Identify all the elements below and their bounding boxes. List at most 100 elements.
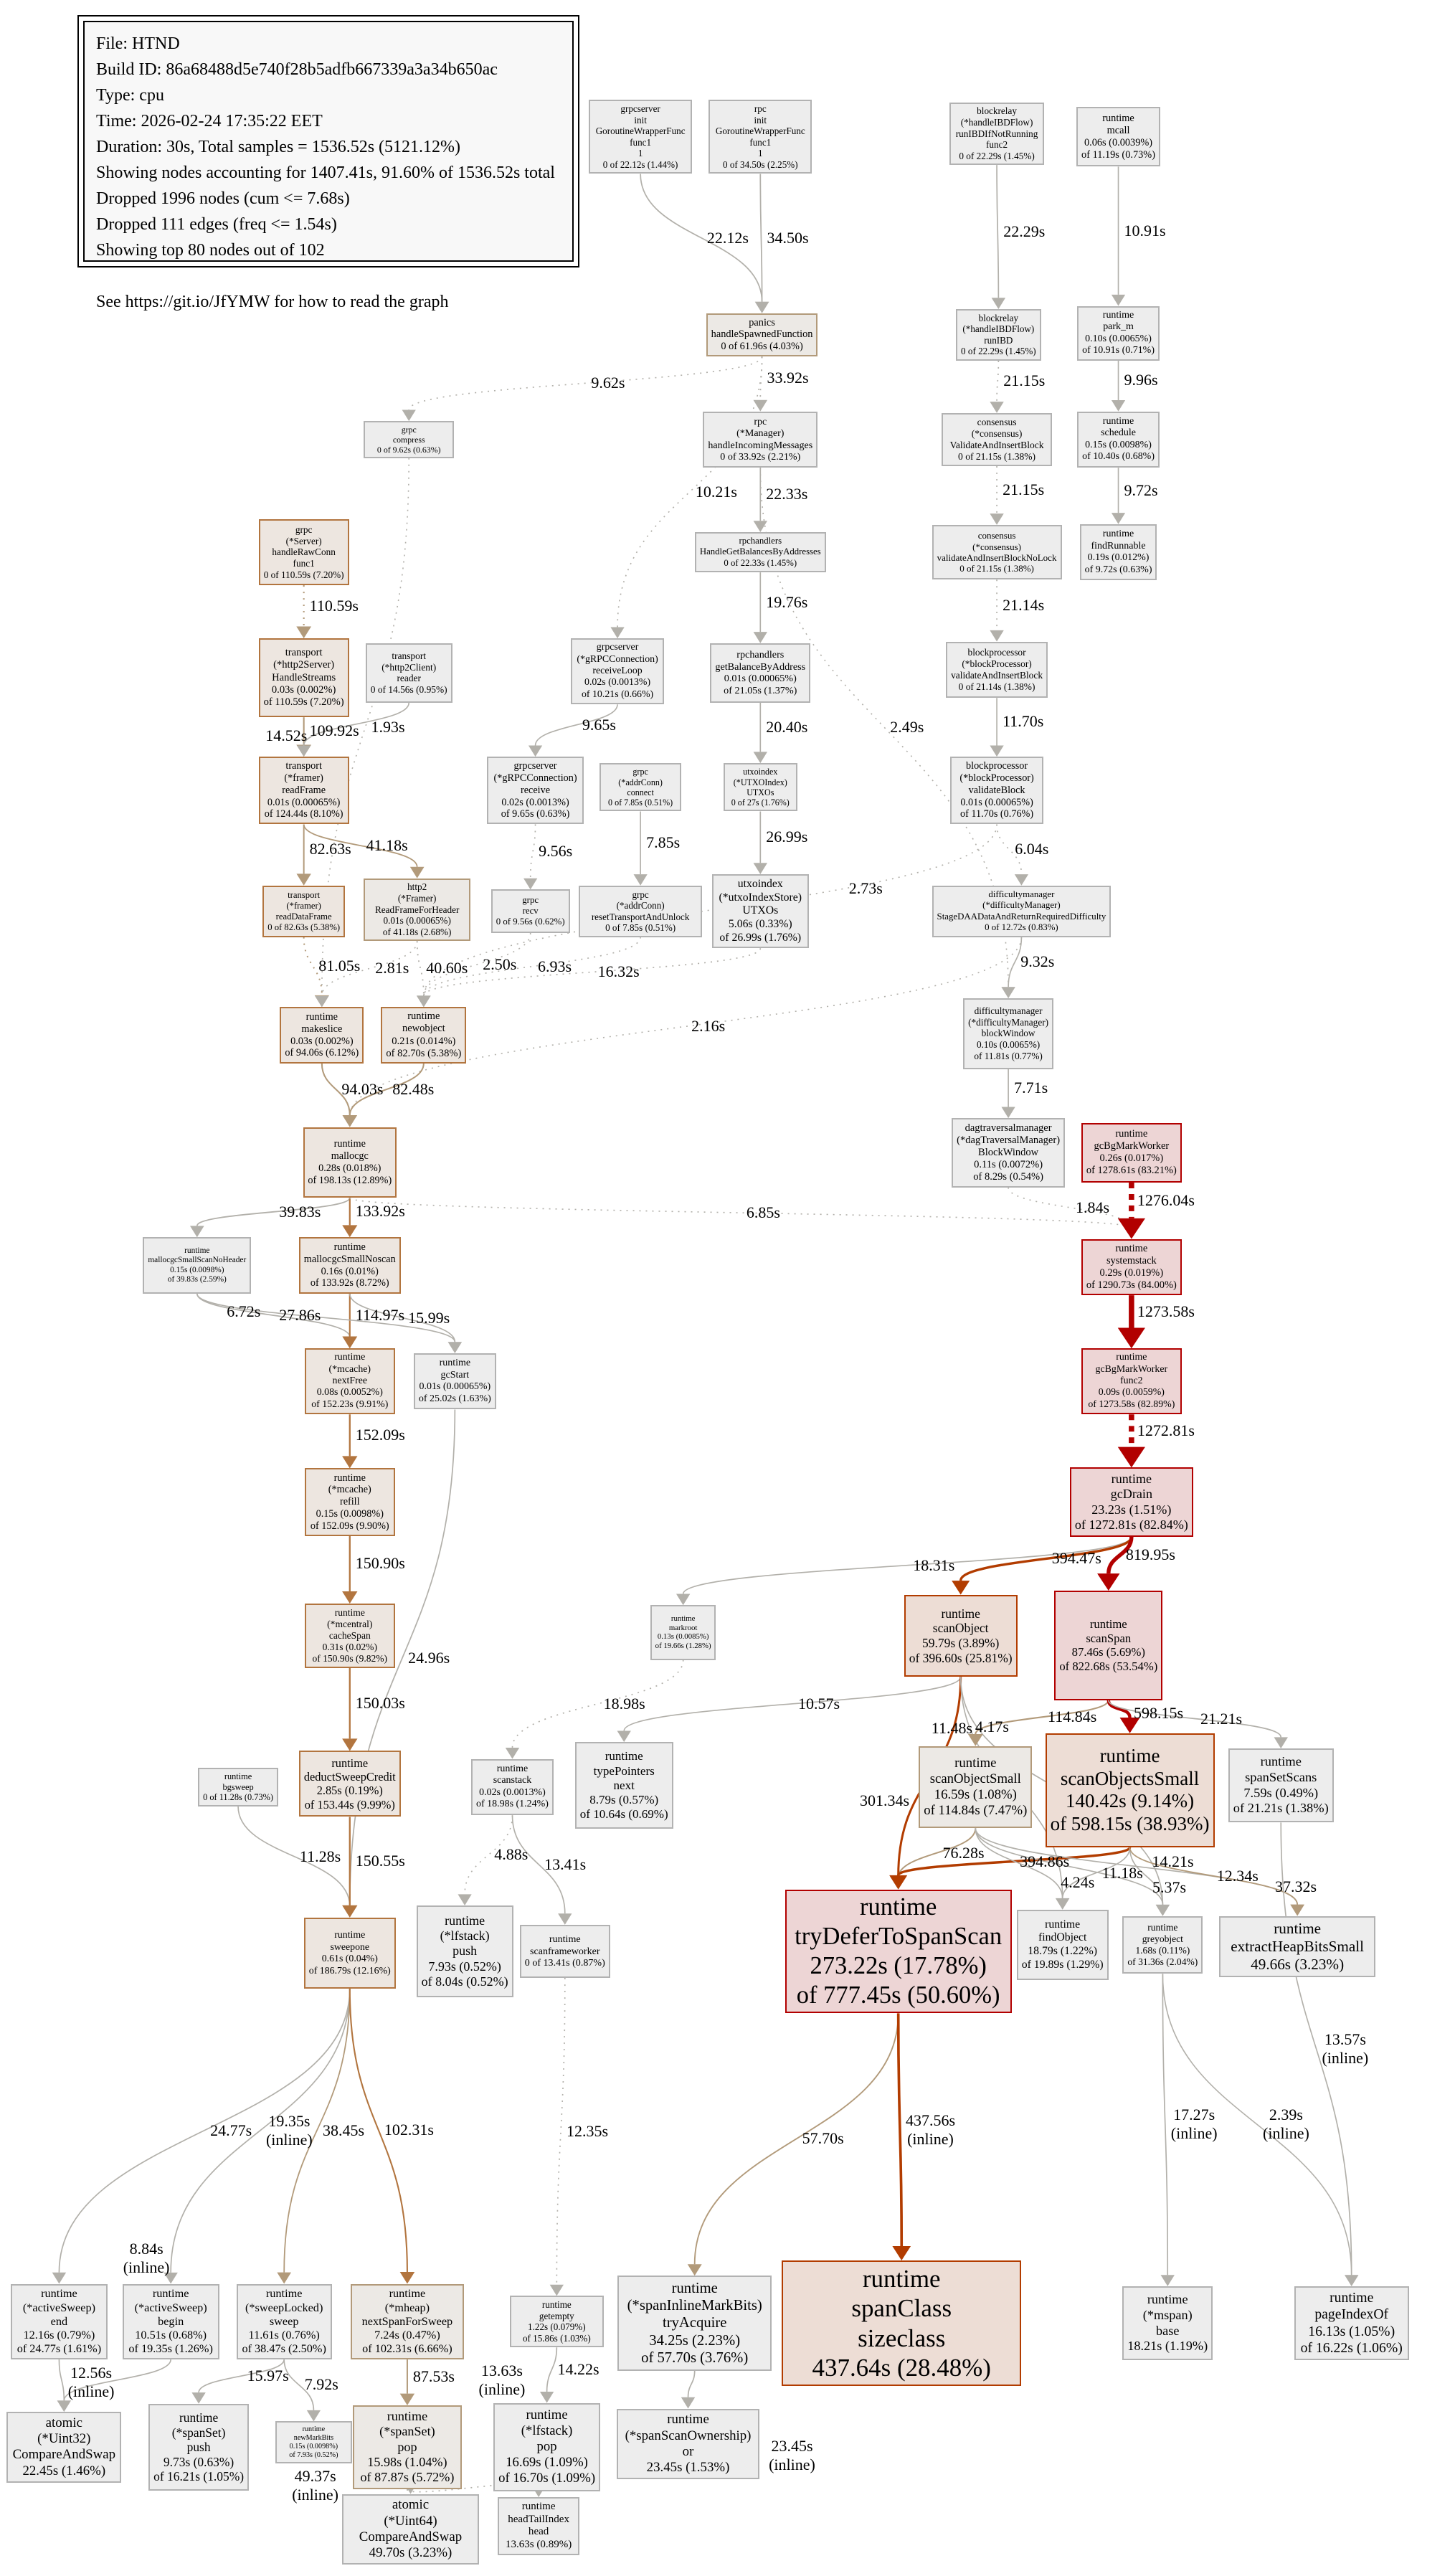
edge-label: 8.84s(inline) (123, 2240, 170, 2277)
edge-slsweep-to-newmark (283, 2359, 315, 2410)
node-label-line: mallocgc (331, 1150, 369, 1162)
node-label-line: grpc (401, 424, 417, 435)
edge-label: 152.09s (356, 1426, 405, 1444)
edge-arrowhead (399, 2271, 415, 2284)
node-label-line: 0 of 21.15s (1.38%) (958, 450, 1036, 462)
edge-label: 150.55s (356, 1852, 405, 1870)
node-label-line: rpchandlers (736, 648, 785, 660)
edge-label: 2.73s (849, 879, 883, 898)
node-label-line: of 19.89s (1.29%) (1021, 1958, 1104, 1971)
edge-arrowhead (342, 1115, 357, 1127)
node-label-line: mcall (1106, 124, 1130, 136)
node-label-line: HandleStreams (272, 671, 336, 683)
node-label-line: 0.03s (0.002%) (290, 1035, 354, 1047)
node-label-line: of 1278.61s (83.21%) (1086, 1165, 1177, 1177)
edge-weight: 16.32s (597, 962, 640, 981)
node-label-line: GoroutineWrapperFunc (595, 126, 686, 137)
edge-label: 38.45s (323, 2121, 364, 2140)
edge-label: 22.33s (766, 485, 807, 503)
node-label-line: atomic (45, 2415, 82, 2430)
node-label-line: UTXOs (747, 787, 774, 797)
legend-line: Duration: 30s, Total samples = 1536.52s … (96, 138, 461, 156)
edge-panics-to-recvloop (617, 356, 763, 628)
node-label-line: transport (288, 889, 321, 900)
edge-arrowhead (753, 632, 768, 643)
node-label-line: 0 of 21.15s (1.38%) (959, 563, 1034, 574)
edge-weight: 110.59s (309, 596, 359, 615)
edge-newobject-to-mallocgc (349, 1063, 425, 1116)
edge-weight: 24.77s (210, 2121, 252, 2139)
edge-weight: 7.71s (1014, 1079, 1048, 1097)
node-label-line: of 57.70s (3.76%) (641, 2350, 749, 2367)
edge-inline-note: (inline) (1263, 2124, 1309, 2143)
edge-arrowhead (1117, 1446, 1145, 1468)
node-label-line: bgsweep (222, 1781, 254, 1792)
edge-bgsweep-to-sweepone (237, 1806, 351, 1907)
edge-label: 394.47s (1052, 1549, 1101, 1568)
node-label-line: getBalanceByAddress (715, 660, 806, 673)
node-label-line: cacheSpan (328, 1629, 371, 1641)
node-label-line: runtime (941, 1606, 980, 1621)
legend-help-link[interactable]: See https://git.io/JfYMW for how to read… (96, 293, 449, 311)
edge-scanstack-to-scanfw (511, 1815, 566, 1914)
edge-weight: 2.39s (1269, 2106, 1303, 2124)
node-label-line: or (682, 2443, 694, 2459)
node-label-line: 0.09s (0.0059%) (1098, 1387, 1165, 1398)
node-label-line: runtime (1147, 2292, 1188, 2307)
edge-label: 82.63s (310, 840, 351, 858)
node-label-line: runtime (1102, 415, 1134, 427)
node-label-line: newobject (402, 1023, 445, 1035)
node-label-line: 7.59s (0.49%) (1243, 1785, 1319, 1800)
node-label-line: runtime (1115, 1242, 1148, 1254)
edge-weight: 1276.04s (1137, 1190, 1195, 1209)
node-label-line: getempty (539, 2310, 574, 2321)
edge-label: 6.72s (227, 1302, 260, 1321)
edge-makeslice-to-mallocgc (321, 1063, 351, 1116)
edge-label: 16.32s (598, 962, 640, 981)
edge-label: 15.99s (408, 1309, 450, 1327)
node-label-line: runtime (302, 2425, 326, 2433)
edge-scanspan-to-scanobjsmall (975, 1700, 1109, 1735)
edge-arrowhead (990, 630, 1004, 642)
node-label-line: runtime (41, 2287, 77, 2301)
edge-weight: 394.47s (1051, 1549, 1101, 1568)
node-label-line: runIBDIfNotRunning (955, 128, 1038, 139)
node-label-line: resetTransportAndUnlock (591, 911, 690, 922)
edge-label: 7.85s (646, 833, 680, 852)
edge-label: 114.84s (1048, 1708, 1096, 1726)
node-label-line: runtime (1102, 529, 1134, 540)
node-label-line: 140.42s (9.14%) (1065, 1790, 1195, 1812)
node-label-line: of 10.40s (0.68%) (1082, 451, 1155, 463)
node-label-line: runtime (605, 1749, 643, 1763)
node-label-line: (*blockProcessor) (962, 658, 1032, 670)
node-label-line: runtime (862, 2265, 941, 2293)
node-label-line: 0.19s (0.012%) (1087, 552, 1150, 564)
node-label-line: (*gRPCConnection) (577, 653, 658, 665)
node-label-line: of 38.47s (2.50%) (242, 2342, 326, 2356)
node-label-line: scanframeworker (530, 1945, 600, 1957)
legend-line: Time: 2026-02-24 17:35:22 EET (96, 112, 323, 131)
edge-label: 7.92s (305, 2375, 338, 2394)
node-label: blockrelay(*handleIBDFlow)runIBDIfNotRun… (956, 105, 1038, 161)
edge-weight: 82.48s (392, 1079, 435, 1098)
legend-line: Type: cpu (96, 86, 164, 105)
